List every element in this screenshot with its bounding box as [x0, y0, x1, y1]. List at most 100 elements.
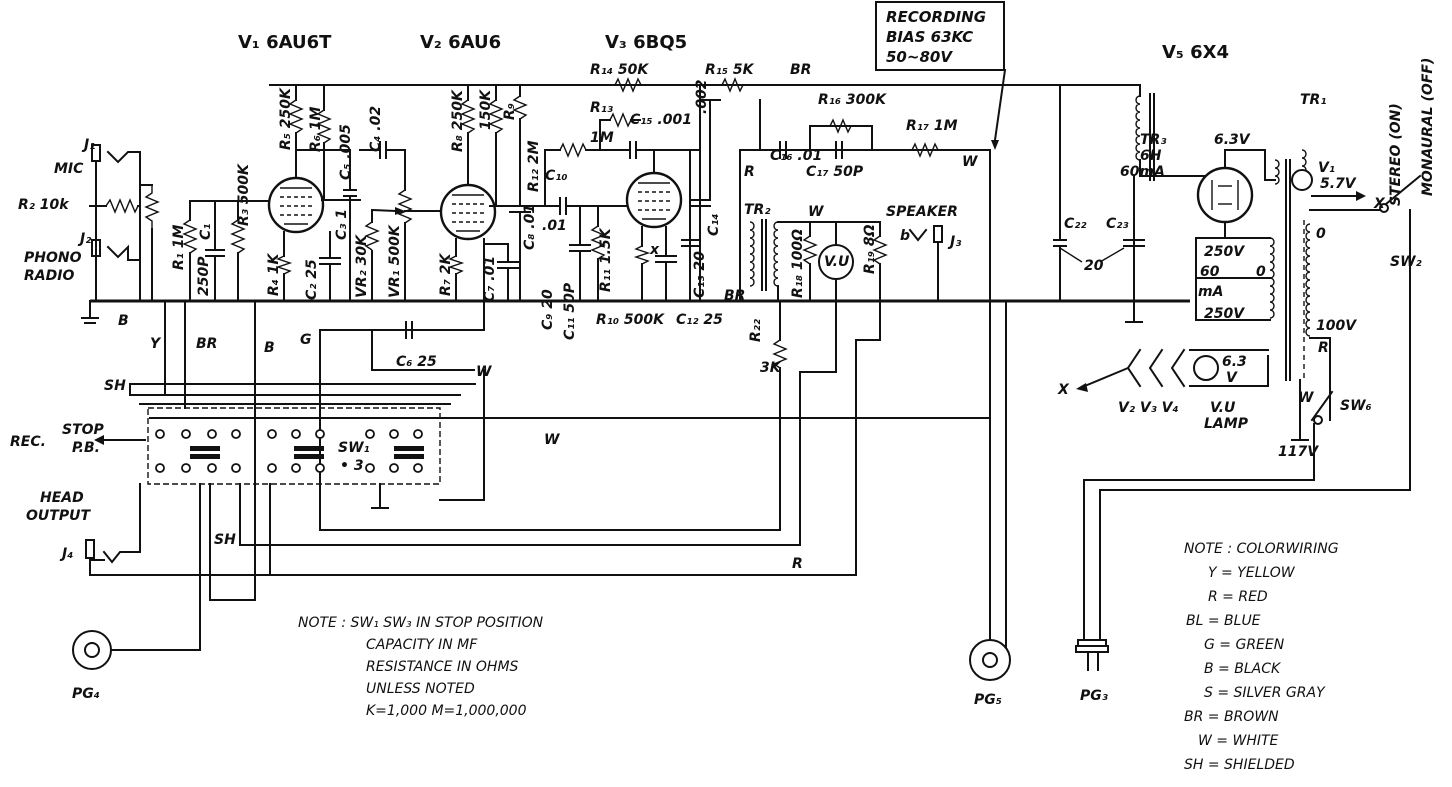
r12-label: R₁₂ 2M [526, 140, 542, 192]
sw-w-label: W [544, 432, 560, 448]
r13-label: R₁₃ [590, 100, 613, 116]
pg4-label: PG₄ [72, 686, 100, 702]
c12-label: C₁₂ 25 [676, 312, 723, 328]
power-x-label: X [1373, 196, 1386, 212]
note-left-3: RESISTANCE IN OHMS [366, 659, 519, 675]
pg5-label: PG₅ [974, 692, 1002, 708]
note-color-r: R = RED [1208, 589, 1268, 605]
g-wire-label: G [300, 332, 312, 348]
r2-label: R₂ 10k [18, 197, 70, 213]
j3-label: J₃ [947, 234, 961, 250]
v3-stage: R₁₂ 2M R₁₃ 1M C₁₅ .001 .002 C₁₄ C₁₀ .01 … [526, 79, 723, 340]
r14-label: R₁₄ 50K [590, 62, 649, 78]
c23-label: C₂₃ [1106, 216, 1129, 232]
r5-label: R₅ 250K [278, 87, 294, 150]
phono-label: PHONO [24, 250, 82, 266]
c16-label: C₁₆ .01 [770, 148, 822, 164]
ground-b-label: B [118, 313, 129, 329]
r4-label: R₄ 1K [266, 252, 282, 296]
hv-250-label: 250V [1204, 244, 1245, 260]
left-note: NOTE : SW₁ SW₃ IN STOP POSITION CAPACITY… [298, 615, 544, 719]
b-wire-label: B [264, 340, 275, 356]
r1-label: R₁ 1M [171, 224, 187, 270]
switch-assembly: SH REC. STOP P.B. SW₁ • 3 W HEAD OUTPUT … [10, 300, 991, 670]
sw1-label: SW₁ [338, 440, 370, 456]
c8-label: C₈ .01 [522, 204, 538, 250]
pb-label: P.B. [72, 440, 100, 456]
tr3-h-label: 6H [1140, 148, 1162, 164]
note-color-bl: BL = BLUE [1186, 613, 1261, 629]
c3-label: C₃ 1 [334, 209, 350, 240]
speaker-label: SPEAKER [886, 204, 958, 220]
lamp-63-label: 6.3 [1222, 354, 1247, 370]
sw1-contacts [155, 429, 424, 473]
r19-label: R₁₉ 8Ω [862, 224, 878, 274]
vu-lamp-label-2: LAMP [1204, 416, 1249, 432]
v2-stage: R₈ 250K 150K R₉ R₇ 2K C₇ .01 C₈ .01 C₆ 2… [319, 84, 538, 380]
v2-title: V₂ 6AU6 [420, 32, 501, 53]
r150-label: 150K [478, 89, 494, 130]
r22-value: 3K [760, 360, 782, 376]
vu-label: V.U [824, 254, 850, 270]
j2-label: J₂ [77, 231, 92, 247]
sw3-label: • 3 [340, 458, 364, 474]
note-color-br: BR = BROWN [1184, 709, 1279, 725]
c17-label: C₁₇ 50P [806, 164, 864, 180]
b-plus-bus [269, 84, 1141, 241]
c7-label: C₇ .01 [482, 256, 498, 302]
stereo-label: STEREO (ON) [1388, 103, 1404, 206]
tr2-label: TR₂ [744, 202, 771, 218]
r6-label: R₆ 1M [308, 106, 324, 152]
c5-label: C₅ .005 [338, 124, 354, 180]
sw2-label: SW₂ [1390, 254, 1423, 270]
note-color-b: B = BLACK [1204, 661, 1282, 677]
out-w-label: W [962, 154, 978, 170]
vu-lamp-label-1: V.U [1210, 400, 1236, 416]
c13-label: C₁₃ 20 [692, 251, 708, 298]
primary-zero-label: 0 [1316, 226, 1326, 242]
pg3-plug-group [1075, 639, 1109, 671]
recording-bias-box: RECORDING BIAS 63KC 50~80V [875, 1, 1007, 150]
vu-lamp [1193, 355, 1219, 381]
r10-label: R₁₀ 500K [596, 312, 665, 328]
r7-label: R₇ 2K [438, 252, 454, 296]
r9-label: R₉ [502, 103, 518, 120]
note-color-w: W = WHITE [1198, 733, 1279, 749]
heater-x-label: X [1057, 382, 1070, 398]
c15-label: C₁₅ .001 [630, 112, 692, 128]
note-color-title: NOTE : COLORWIRING [1184, 541, 1339, 557]
note-color-g: G = GREEN [1204, 637, 1285, 653]
filament-63-label: 6.3V [1214, 132, 1251, 148]
v1-stage: R₅ 250K R₆ 1M C₅ .005 C₄ .02 C₃ 1 R₄ 1K … [266, 84, 413, 302]
speaker-b-label: b [900, 228, 910, 244]
c22-label: C₂₂ [1064, 216, 1087, 232]
vr2-label: VR₂ 30K [354, 234, 370, 298]
r8-label: R₈ 250K [450, 89, 466, 152]
sw1-box [147, 407, 441, 485]
br-wire-label: BR [196, 336, 217, 352]
tr1-label: TR₁ [1300, 92, 1326, 108]
primary-w-label: W [1298, 390, 1314, 406]
c9-label: C₉ 20 [540, 289, 556, 330]
lamp-57-label: 5.7V [1320, 176, 1357, 192]
v1-heater-lamp [1291, 169, 1313, 191]
tr3-ma-label: 60mA [1120, 164, 1165, 180]
r3-label: R₃ 500K [236, 163, 252, 226]
lamp-v-label: V [1226, 370, 1238, 386]
y-wire-label: Y [150, 336, 162, 352]
j1-label: J₁ [81, 137, 95, 153]
c2-label: C₂ 25 [304, 259, 320, 300]
note-left-4: UNLESS NOTED [366, 681, 475, 697]
j4-jack [85, 539, 95, 559]
note-color-sh: SH = SHIELDED [1184, 757, 1295, 773]
pg3-label: PG₃ [1080, 688, 1108, 704]
mains-117-label: 117V [1278, 444, 1319, 460]
input-section: J₁ MIC R₂ 10k J₂ PHONO RADIO R₁ 1M C₁ 25… [18, 137, 312, 356]
note-left-1: NOTE : SW₁ SW₃ IN STOP POSITION [298, 615, 544, 631]
top-br-label: BR [790, 62, 811, 78]
x-label: x [649, 242, 660, 258]
color-wiring-note: NOTE : COLORWIRING Y = YELLOW R = RED BL… [1184, 541, 1339, 773]
sh-label: SH [104, 378, 126, 394]
primary-r-label: R [1318, 340, 1329, 356]
